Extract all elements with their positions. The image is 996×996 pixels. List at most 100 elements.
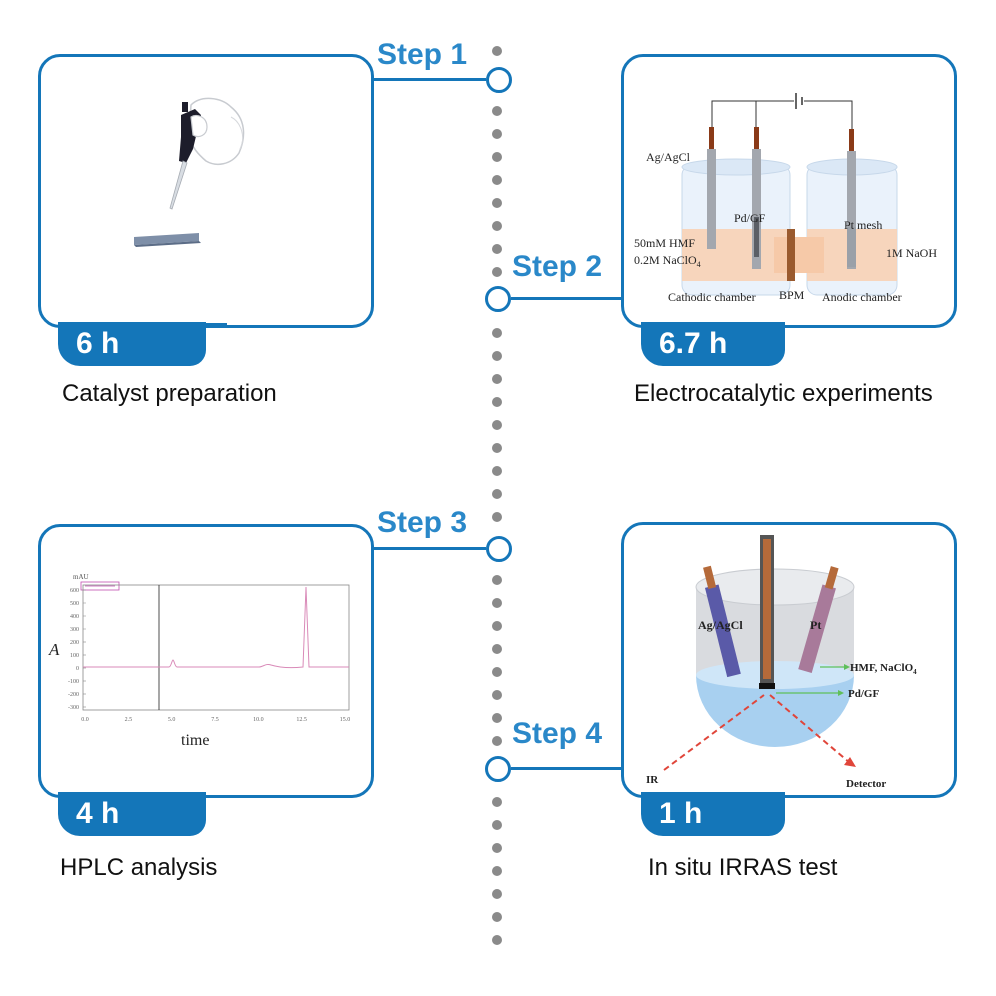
timeline-dot [492,106,502,116]
irras-ir-label: IR [646,774,659,786]
hplc-x-tick-label: 2.5 [125,717,133,723]
hplc-y-tick-label: 100 [70,653,79,659]
timeline-dot [492,575,502,585]
svg-text:0.2M NaClO4: 0.2M NaClO4 [634,253,701,269]
timeline-dot [492,46,502,56]
timeline-dot [492,598,502,608]
step-2-card: Ag/AgCl Pd/GF Pt mesh 50mM HMF 0.2M NaCl… [621,54,957,328]
hplc-y-tick-label: -300 [68,705,79,711]
step-3-caption: HPLC analysis [60,854,218,881]
timeline-dot [492,866,502,876]
hplc-y-tick-label: 500 [70,601,79,607]
step-1-connector [372,78,486,81]
timeline-dot [492,221,502,231]
irras-cell-illustration: Ag/AgCl Pt HMF, NaClO4 Pd/GF IR Detector [646,535,917,790]
step-2-duration: 6.7 h [641,322,785,366]
timeline-dot [492,198,502,208]
hplc-plot-frame [82,584,350,711]
irras-electrolyte-subscript: 4 [913,668,917,676]
step-2-label: Step 2 [512,250,603,283]
step-4-card: Ag/AgCl Pt HMF, NaClO4 Pd/GF IR Detector [621,522,957,798]
hplc-y-tick-label: 200 [70,640,79,646]
anodic-chamber-label: Anodic chamber [822,290,902,304]
timeline-dot [492,690,502,700]
step-3-card: mAU 600 500 400 300 200 100 0 -100 -200 -300 0.0 2… [38,524,374,798]
hplc-x-tick-label: 7.5 [211,717,219,723]
timeline-dot [492,912,502,922]
step-1-caption: Catalyst preparation [62,380,277,407]
timeline-dot [492,351,502,361]
hplc-chromatogram: mAU 600 500 400 300 200 100 0 -100 -200 -300 0.0 2… [48,573,350,749]
timeline-dot [492,843,502,853]
hplc-x-tick-label: 10.0 [253,717,263,723]
hplc-y-axis-label: A [48,640,60,659]
timeline-dot [492,152,502,162]
pd-gf-label: Pd/GF [734,211,766,225]
hplc-y-tick-label: 600 [70,588,79,594]
step-4-duration: 1 h [641,792,785,836]
step-2-caption: Electrocatalytic experiments [634,380,933,407]
hplc-x-tick-label: 0.0 [81,717,89,723]
hplc-y-tick-label: -200 [68,692,79,698]
timeline-dot [492,443,502,453]
hplc-x-tick-label: 5.0 [168,717,176,723]
irras-pt-label: Pt [810,618,821,632]
hplc-y-tick-label: 400 [70,614,79,620]
timeline-dot [492,420,502,430]
timeline-dot [492,374,502,384]
irras-detector-label: Detector [846,778,886,790]
timeline-dot [492,512,502,522]
step-3-connector [372,547,486,550]
timeline-dot [492,244,502,254]
timeline-dot [492,489,502,499]
svg-text:HMF, NaClO4: HMF, NaClO4 [850,662,917,676]
catholyte-line-1: 50mM HMF [634,236,695,250]
step-2-ring [485,286,511,312]
step-1-duration: 6 h [58,322,206,366]
catholyte-line-2: 0.2M NaClO [634,253,697,267]
timeline-dot [492,267,502,277]
irras-pd-gf-label: Pd/GF [848,688,879,700]
timeline-dot [492,935,502,945]
bpm-label: BPM [779,288,805,302]
hplc-y-tick-label: 300 [70,627,79,633]
timeline-dot [492,175,502,185]
step-4-label: Step 4 [512,717,603,750]
timeline-dot [492,397,502,407]
step-4-connector [511,767,623,770]
catholyte-subscript: 4 [697,260,701,269]
timeline-dot [492,621,502,631]
irras-electrolyte-label: HMF, NaClO [850,662,914,674]
hplc-y-tick-label: -100 [68,679,79,685]
pipette-illustration [134,97,245,247]
timeline-dot [492,820,502,830]
timeline-dot [492,328,502,338]
hplc-trace [83,586,349,669]
timeline-dot [492,797,502,807]
step-4-caption: In situ IRRAS test [648,854,838,881]
irras-ag-agcl-label: Ag/AgCl [698,618,743,632]
step-1-card: 6 h [38,54,374,328]
timeline-dot [492,644,502,654]
step-2-connector [511,297,623,300]
step-3-duration: 4 h [58,792,206,836]
anolyte-label: 1M NaOH [886,246,937,260]
hplc-x-tick-label: 12.5 [296,717,307,723]
cathodic-chamber-label: Cathodic chamber [668,290,756,304]
pt-mesh-label: Pt mesh [844,218,882,232]
timeline-dot [492,129,502,139]
hplc-x-axis-label: time [181,732,209,749]
step-4-ring [485,756,511,782]
hplc-y-tick-label: 0 [76,666,79,672]
hplc-unit: mAU [73,573,89,581]
ag-agcl-label: Ag/AgCl [646,150,691,164]
timeline-dot [492,466,502,476]
h-cell-illustration: Ag/AgCl Pd/GF Pt mesh 50mM HMF 0.2M NaCl… [634,93,937,304]
step-1-ring [486,67,512,93]
timeline-dot [492,736,502,746]
step-1-label: Step 1 [377,38,468,71]
hplc-x-tick-label: 15.0 [340,717,351,723]
step-3-ring [486,536,512,562]
hplc-x-ticks: 0.0 2.5 5.0 7.5 10.0 12.5 15.0 [81,717,350,723]
step-3-label: Step 3 [377,506,468,539]
